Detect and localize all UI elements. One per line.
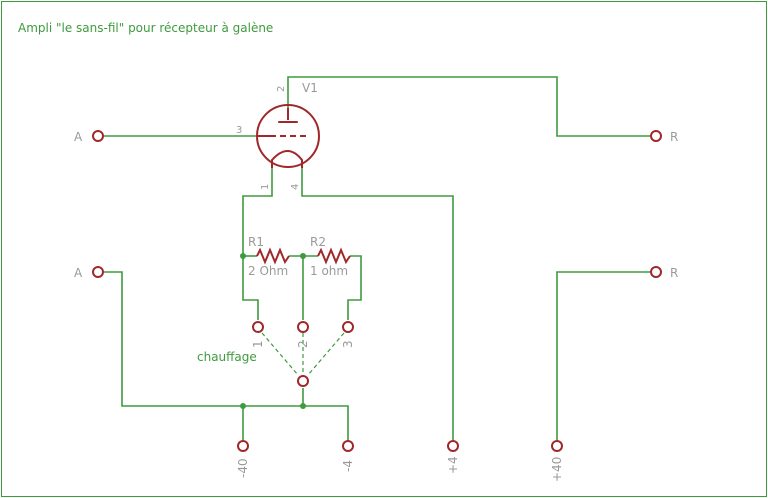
label-receiver-top: R <box>670 130 678 144</box>
resistor-r2-value: 1 ohm <box>310 264 348 278</box>
connector-pads <box>92 130 662 452</box>
junction-dot <box>300 403 306 409</box>
dashed-link-3 <box>307 332 345 376</box>
tube-designator: V1 <box>302 81 318 95</box>
label-plus-4: +4 <box>446 456 460 474</box>
wire-filament-4 <box>301 168 454 440</box>
resistor-r2-zigzag <box>317 247 351 265</box>
vacuum-tube-v1 <box>256 104 320 168</box>
terminal-pad-plus-40[interactable] <box>551 440 563 452</box>
wire-pad-1 <box>242 256 259 320</box>
wire-anode-receiver <box>287 76 650 137</box>
label-antenna-top: A <box>74 130 83 144</box>
tube-pin-anode: 2 <box>276 86 287 92</box>
tube-pin-filament-left: 1 <box>260 184 271 190</box>
resistor-r1-value: 2 Ohm <box>248 264 288 278</box>
wire-filament-1 <box>242 168 273 256</box>
wire-common-bus <box>104 271 349 440</box>
resistor-r1-zigzag <box>256 247 290 265</box>
label-plus-40: +40 <box>550 457 564 482</box>
terminal-pad-antenna-bottom[interactable] <box>92 266 104 278</box>
terminal-pad-receiver-top[interactable] <box>650 130 662 142</box>
terminal-pad-antenna-top[interactable] <box>92 130 104 142</box>
label-minus-4: -4 <box>341 460 355 472</box>
wire-receiver-plus-40 <box>556 271 650 440</box>
terminal-pad-receiver-bottom[interactable] <box>650 266 662 278</box>
resistor-r1-name: R1 <box>248 235 264 249</box>
diagram-title: Ampli "le sans-fil" pour récepteur à gal… <box>18 21 273 35</box>
junction-dot <box>240 253 246 259</box>
dashed-link-1 <box>261 332 299 376</box>
resistor-r2-name: R2 <box>310 235 326 249</box>
terminal-pad-heater-3[interactable] <box>342 321 354 333</box>
resistor-r1 <box>256 247 290 265</box>
terminal-pad-plus-4[interactable] <box>447 440 459 452</box>
junction-dot <box>300 253 306 259</box>
heater-label: chauffage <box>197 350 257 364</box>
junction-dot <box>240 403 246 409</box>
terminal-pad-minus-4[interactable] <box>342 440 354 452</box>
terminal-pad-heater-2[interactable] <box>297 321 309 333</box>
label-heater-pad-1: 1 <box>251 340 265 348</box>
terminal-pad-minus-40[interactable] <box>237 440 249 452</box>
terminal-pad-heater-1[interactable] <box>252 321 264 333</box>
tube-pin-filament-right: 4 <box>290 184 301 190</box>
label-heater-pad-2: 2 <box>296 340 310 348</box>
label-minus-40: -40 <box>236 458 250 478</box>
resistor-r2 <box>317 247 351 265</box>
junctions <box>240 253 306 409</box>
wires <box>104 76 650 440</box>
label-receiver-bottom: R <box>670 266 678 280</box>
heater-switch-links <box>261 332 345 376</box>
tube-pin-grid: 3 <box>236 125 242 136</box>
tube-filament <box>271 150 303 168</box>
wire-r2-out <box>347 255 362 320</box>
label-heater-pad-3: 3 <box>341 340 355 348</box>
label-antenna-bottom: A <box>74 266 83 280</box>
terminal-pad-heater-switch[interactable] <box>297 375 309 387</box>
